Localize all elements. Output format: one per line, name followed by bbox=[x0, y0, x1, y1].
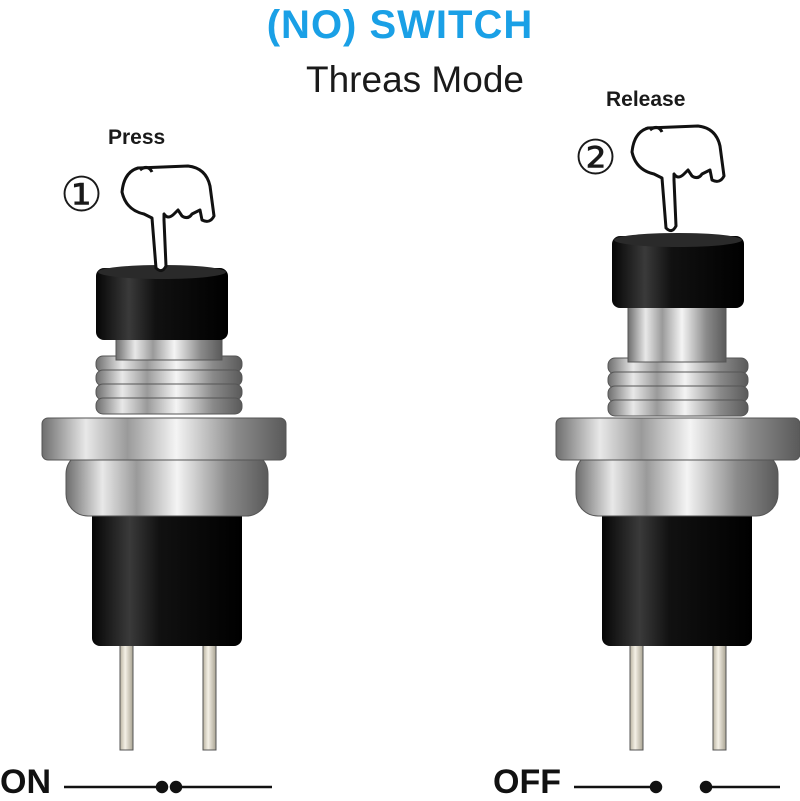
hex-nut bbox=[555, 417, 800, 461]
pointing-hand-icon bbox=[120, 164, 216, 273]
step-number-1: ① bbox=[60, 167, 104, 223]
circuit-contact-icon bbox=[64, 780, 272, 794]
threads bbox=[607, 357, 749, 417]
metal-collar bbox=[575, 451, 779, 517]
switch-body bbox=[92, 508, 242, 646]
pointing-hand-icon bbox=[630, 124, 726, 233]
step-action-release: Release bbox=[606, 88, 686, 111]
threads bbox=[95, 355, 243, 415]
circuit-contact-icon bbox=[574, 780, 780, 794]
switch-body bbox=[602, 508, 752, 646]
hex-nut bbox=[41, 417, 287, 461]
pin-right bbox=[202, 639, 217, 751]
button-cap bbox=[96, 268, 228, 340]
pin-right bbox=[712, 639, 727, 751]
metal-collar bbox=[65, 451, 269, 517]
pin-left bbox=[629, 639, 644, 751]
step-action-press: Press bbox=[108, 126, 166, 149]
state-off-label: OFF bbox=[493, 763, 561, 801]
button-cap bbox=[612, 236, 744, 308]
switch-pressed bbox=[41, 265, 287, 751]
switch-released bbox=[555, 233, 800, 751]
page-subtitle: Threas Mode bbox=[306, 59, 524, 100]
state-on-label: ON bbox=[0, 763, 51, 801]
page-title: (NO) SWITCH bbox=[266, 3, 534, 47]
step-number-2: ② bbox=[574, 130, 618, 186]
pin-left bbox=[119, 639, 134, 751]
